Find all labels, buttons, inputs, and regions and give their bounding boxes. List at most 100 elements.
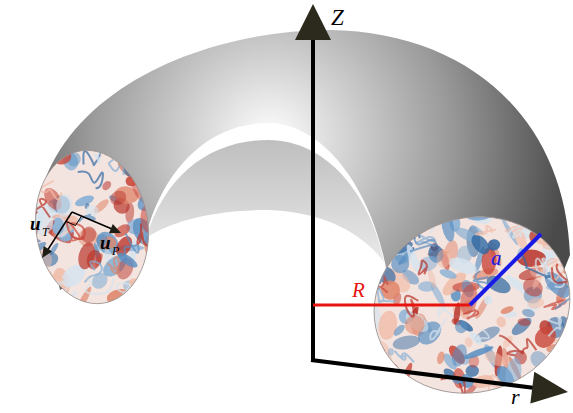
turbulence-swirl (71, 233, 84, 241)
axis-label: Z (331, 6, 344, 29)
major-radius-line (313, 304, 470, 307)
turbulence-blob (29, 279, 59, 300)
r-axis (311, 360, 535, 388)
turbulence-blob (28, 283, 51, 308)
turbulence-blob (391, 333, 421, 352)
turbulence-blob (387, 347, 395, 356)
turbulence-blob (431, 212, 444, 222)
torus-inner-surface (146, 140, 384, 262)
turbulence-blob (531, 210, 543, 222)
turbulence-swirl (409, 205, 429, 221)
turbulence-blob (543, 359, 555, 372)
turbulence-blob (73, 285, 94, 316)
disk-outline (26, 143, 158, 311)
turbulence-blob (25, 165, 43, 187)
poloidal-vector (72, 212, 112, 229)
turbulence-swirl (410, 235, 437, 251)
turbulence-blob (392, 323, 407, 338)
turbulence-blob (464, 337, 473, 348)
vector-subscript: T (42, 226, 49, 238)
turbulence-blob (23, 139, 40, 171)
turbulence-blob (29, 209, 57, 239)
turbulence-blob (547, 344, 572, 375)
turbulence-swirl (386, 231, 397, 253)
turbulence-blob (22, 236, 41, 244)
turbulence-blob (108, 188, 129, 208)
turbulence-swirl (362, 342, 373, 351)
turbulence-swirl (476, 329, 490, 343)
turbulence-swirl (548, 316, 562, 336)
turbulence-swirl (551, 359, 563, 383)
turbulence-swirl (85, 261, 102, 282)
vector-label: u (100, 233, 111, 252)
turbulence-blob (133, 141, 143, 154)
axis-arrowhead (530, 372, 570, 408)
turbulence-swirl (552, 264, 569, 283)
turbulence-blob (146, 252, 161, 267)
turbulence-swirl (463, 309, 478, 318)
turbulence-blob (554, 349, 562, 372)
turbulence-swirl (137, 224, 153, 248)
turbulence-blob (52, 137, 67, 157)
turbulence-blob (141, 277, 150, 286)
turbulence-blob (530, 208, 547, 225)
turbulence-blob (364, 216, 372, 233)
turbulence-swirl (430, 319, 446, 340)
turbulence-swirl (116, 300, 125, 313)
radius-label: R (352, 280, 365, 301)
turbulence-blob (404, 314, 426, 336)
turbulence-blob (93, 252, 104, 267)
vector-arrowhead (109, 224, 123, 238)
turbulence-blob (464, 205, 494, 221)
turbulence-blob (24, 135, 44, 166)
turbulence-blob (435, 248, 452, 269)
turbulence-blob (560, 252, 573, 264)
minor-radius-line (470, 234, 541, 305)
turbulence-blob (500, 305, 515, 316)
turbulence-blob (394, 215, 418, 234)
turbulence-blob (147, 280, 156, 289)
turbulence-swirl (375, 226, 388, 246)
turbulence-blob (76, 241, 98, 271)
turbulence-blob (463, 344, 495, 361)
turbulence-blob (439, 210, 457, 242)
turbulence-blob (403, 389, 420, 410)
turbulence-swirl (509, 226, 525, 239)
turbulence-blob (35, 263, 47, 280)
turbulence-blob (51, 147, 73, 166)
axis-label: r (511, 386, 520, 408)
turbulence-swirl (499, 336, 523, 356)
turbulence-blob (372, 339, 395, 370)
turbulence-blob (483, 295, 493, 305)
turbulence-blob (495, 315, 508, 328)
turbulence-blob (521, 308, 536, 319)
toroidal-vector (47, 212, 72, 251)
axis-arrowhead (295, 4, 331, 40)
turbulence-blob (141, 154, 154, 167)
z-axis (311, 36, 315, 362)
radius-label: a (491, 248, 502, 269)
turbulence-swirl (430, 209, 444, 233)
turbulence-swirl (60, 300, 83, 318)
turbulence-swirl (476, 226, 496, 235)
turbulence-blob (450, 206, 455, 215)
turbulence-blob (475, 206, 494, 224)
turbulence-swirl (143, 273, 153, 292)
turbulence-swirl (401, 220, 421, 239)
vector-subscript: P (112, 245, 119, 257)
turbulence-blob (417, 253, 440, 273)
turbulence-swirl (78, 171, 103, 188)
turbulence-blob (517, 317, 531, 326)
turbulence-swirl (395, 351, 414, 362)
turbulence-swirl (377, 287, 395, 304)
turbulence-swirl (142, 229, 162, 252)
turbulence-swirl (117, 283, 138, 309)
turbulence-blob (562, 357, 573, 377)
turbulence-blob (376, 309, 399, 341)
turbulence-swirl (144, 159, 154, 183)
turbulence-swirl (79, 141, 100, 166)
turbulence-swirl (40, 181, 61, 200)
turbulence-swirl (107, 257, 119, 273)
